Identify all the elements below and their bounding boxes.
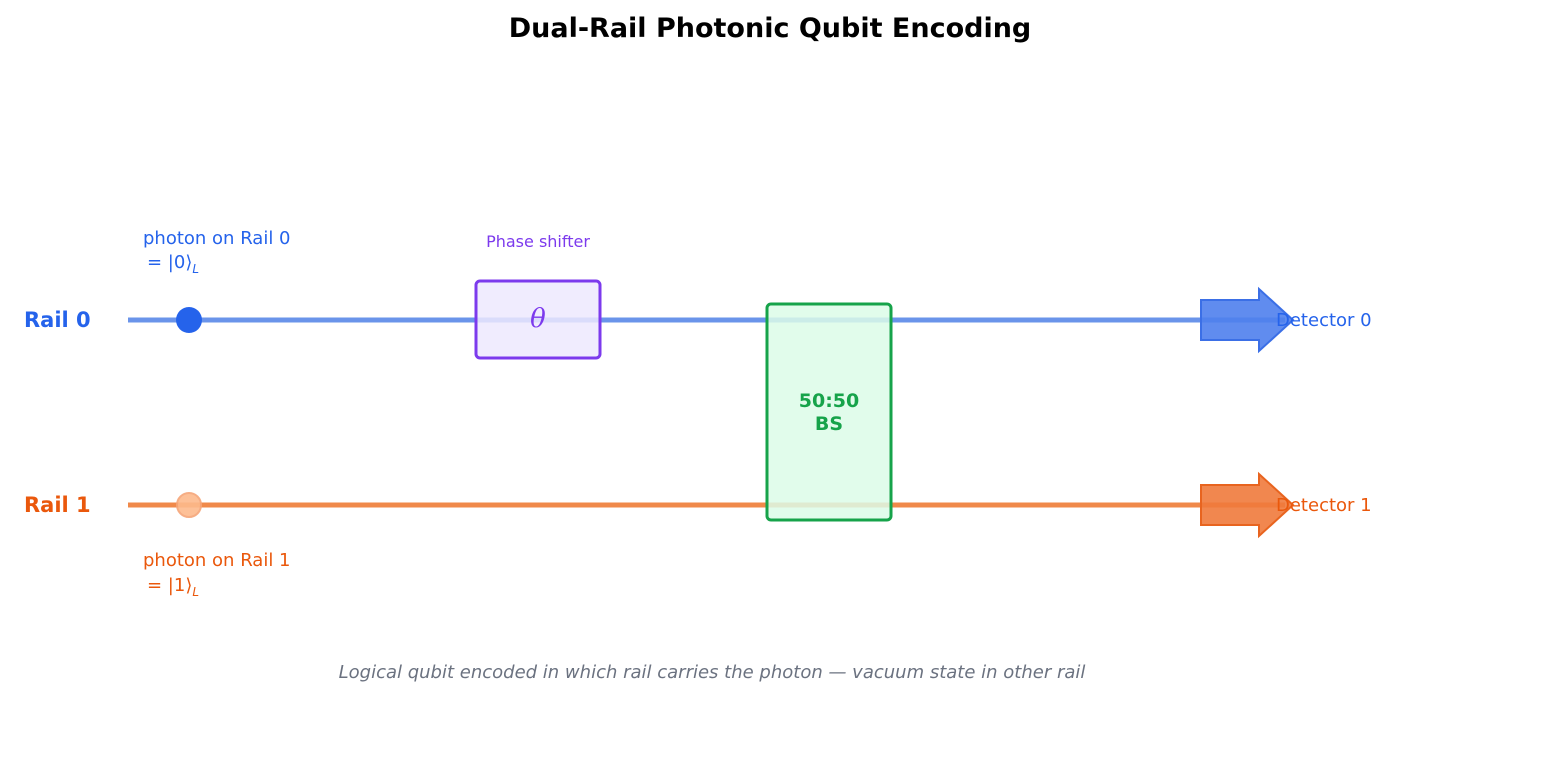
- phase-shifter-box: [474, 279, 602, 360]
- detector-1-label: Detector 1: [1276, 495, 1372, 516]
- vacuum-rail-1: [176, 492, 202, 518]
- rail-0-label: Rail 0: [24, 308, 91, 332]
- beam-splitter-ratio: 50:50: [799, 390, 859, 412]
- phase-theta-symbol: θ: [530, 304, 546, 334]
- rail-0-note: photon on Rail 0: [143, 228, 291, 249]
- rail-1-label: Rail 1: [24, 493, 91, 517]
- diagram-caption: Logical qubit encoded in which rail carr…: [339, 662, 1086, 683]
- phase-shifter-label: Phase shifter: [486, 232, 590, 251]
- detector-1-arrow-icon: [1200, 471, 1295, 539]
- photon-rail-0: [176, 307, 202, 333]
- detector-0-arrow-icon: [1200, 286, 1295, 354]
- rail-0-state: = |0⟩L: [147, 252, 199, 276]
- beam-splitter-box: [765, 302, 893, 522]
- diagram-title: Dual-Rail Photonic Qubit Encoding: [509, 13, 1032, 44]
- rail-1-state: = |1⟩L: [147, 575, 199, 599]
- rail-1-note: photon on Rail 1: [143, 550, 291, 571]
- beam-splitter-name: BS: [815, 413, 843, 435]
- detector-0-label: Detector 0: [1276, 310, 1372, 331]
